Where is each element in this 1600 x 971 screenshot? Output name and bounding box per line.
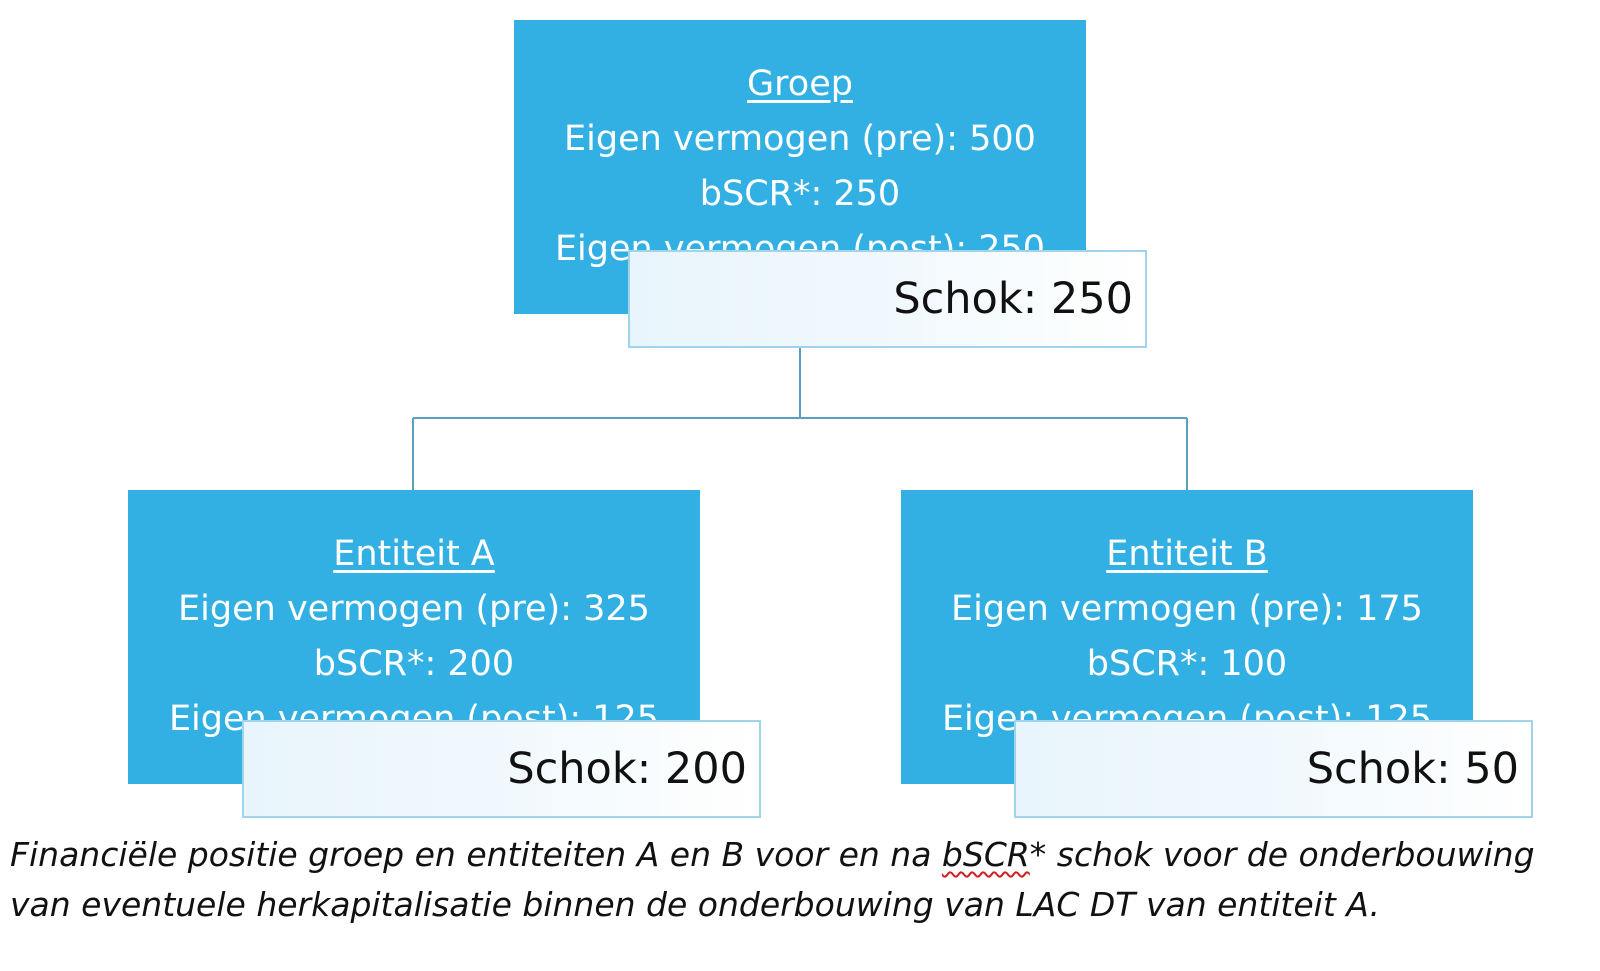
group-equity-pre: Eigen vermogen (pre): 500 (564, 119, 1036, 159)
figure-caption: Financiële positie groep en entiteiten A… (10, 830, 1595, 930)
entity-b-shock-box: Schok: 50 (1014, 720, 1533, 818)
group-shock-box: Schok: 250 (628, 250, 1147, 348)
entity-a-equity-pre: Eigen vermogen (pre): 325 (178, 589, 650, 629)
group-node: Groep Eigen vermogen (pre): 500 bSCR*: 2… (514, 20, 1086, 314)
entity-b-bscr: bSCR*: 100 (1086, 644, 1288, 684)
caption-part-1: Financiële positie groep en entiteiten A… (10, 835, 942, 874)
entity-b-title: Entiteit B (1106, 534, 1268, 574)
group-bscr: bSCR*: 250 (699, 174, 901, 214)
caption-flagged-word: bSCR (941, 835, 1030, 874)
entity-a-bscr: bSCR*: 200 (313, 644, 515, 684)
entity-b-equity-pre: Eigen vermogen (pre): 175 (951, 589, 1423, 629)
caption-part-2: * schok voor de onderbouwing van eventue… (10, 835, 1535, 924)
entity-a-title: Entiteit A (333, 534, 495, 574)
entity-a-shock-box: Schok: 200 (242, 720, 761, 818)
group-title: Groep (747, 64, 853, 104)
